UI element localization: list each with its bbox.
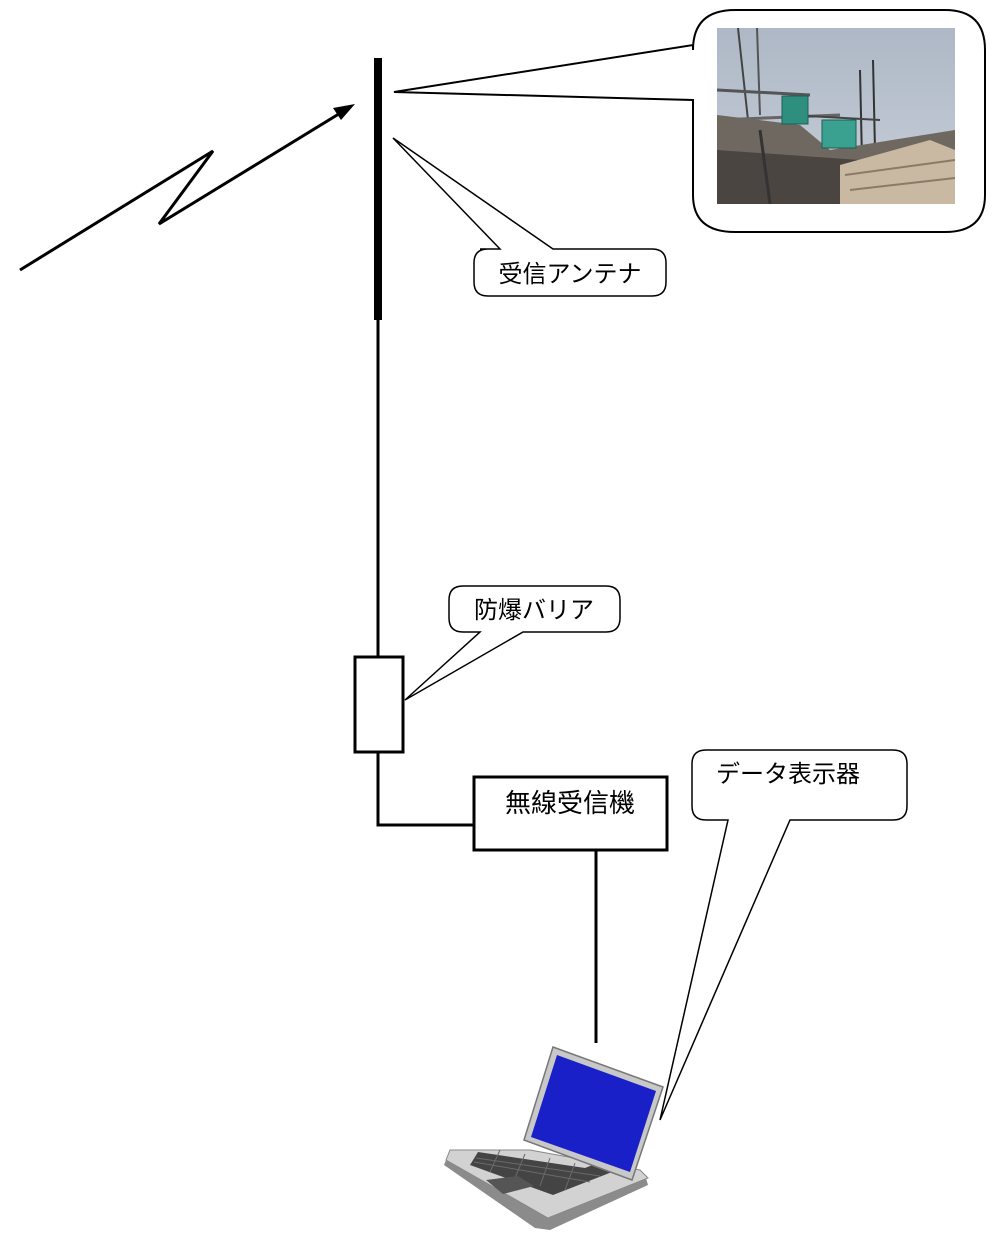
antenna-label: 受信アンテナ [498,260,641,288]
barrier-box [353,655,405,754]
rooftop-antenna-photo [717,28,955,204]
laptop-icon [444,1046,664,1230]
receiver-box [472,775,669,852]
barrier-callout: 防爆バリア [404,585,621,701]
lightning-arrow-icon [19,104,355,272]
antenna-callout: 受信アンテナ [392,137,667,297]
display-callout: データ表示器 [659,749,908,1121]
receiver-label: 無線受信機 [505,789,635,819]
display-label: データ表示器 [716,760,860,788]
barrier-to-receiver-cable [376,752,474,827]
barrier-label: 防爆バリア [474,596,594,624]
